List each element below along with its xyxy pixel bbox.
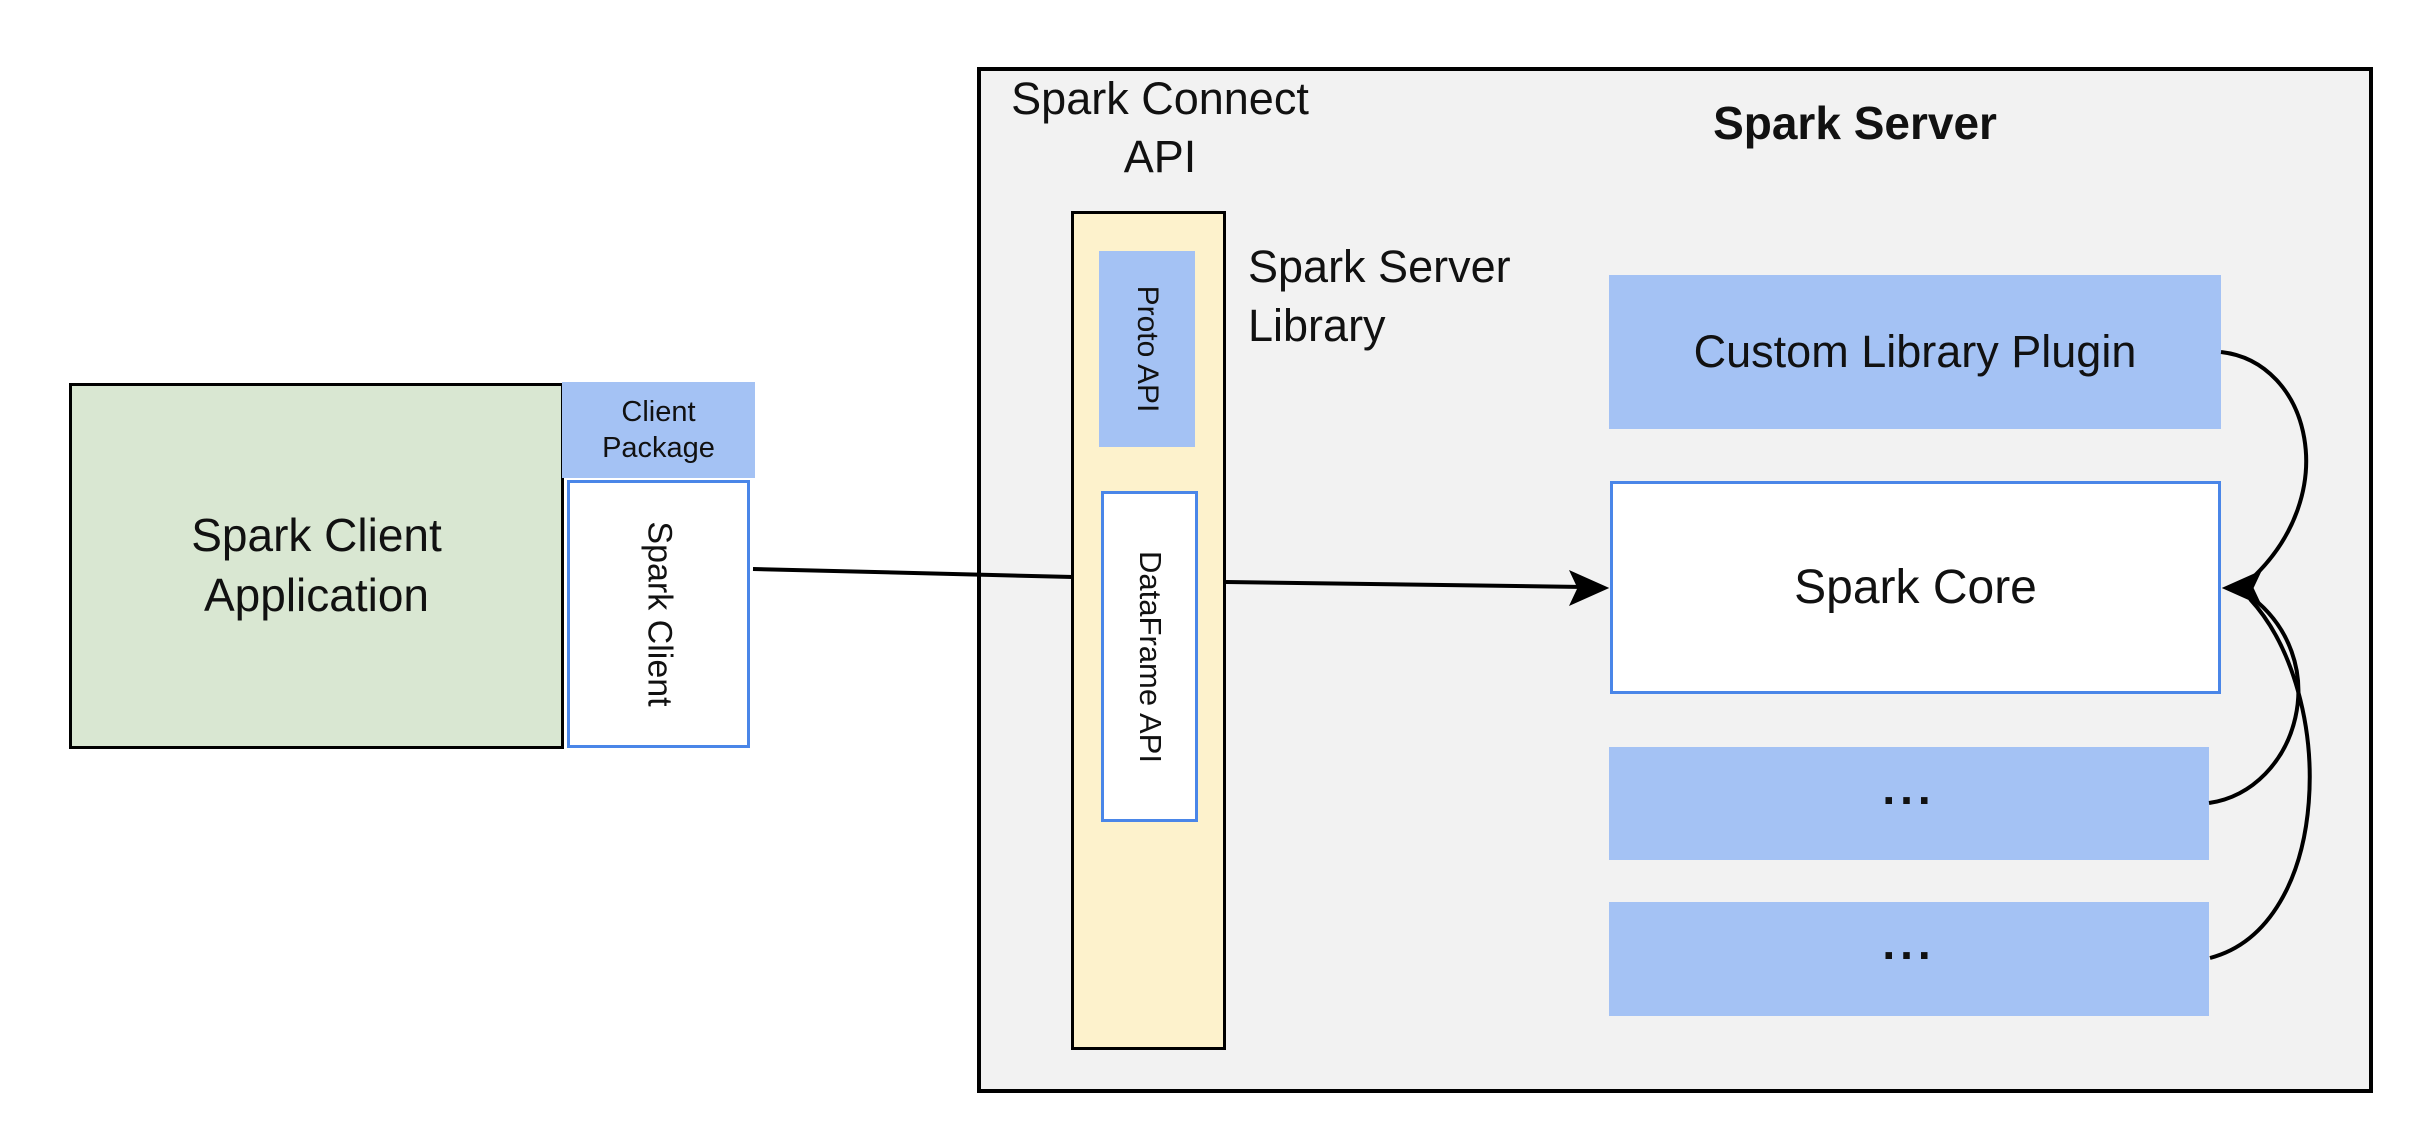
spark-connect-api-label: Spark Connect API — [935, 70, 1385, 185]
spark-client-box: Spark Client — [567, 480, 750, 748]
client-package-line2: Package — [602, 432, 715, 464]
spark-server-library-line1: Spark Server — [1248, 241, 1511, 292]
client-package-line1: Client — [621, 395, 696, 428]
client-package-box: Client Package — [562, 382, 755, 478]
spark-client-application-line2: Application — [203, 569, 430, 621]
spark-core-box: Spark Core — [1610, 481, 2221, 694]
spark-client-application-label: Spark Client Application — [191, 506, 442, 626]
spark-server-library-label: Spark Server Library — [1248, 238, 1511, 355]
library-placeholder-2-ellipsis: ... — [1882, 916, 1936, 969]
proto-api-box: Proto API — [1099, 251, 1195, 447]
dataframe-api-label: DataFrame API — [1132, 550, 1168, 763]
spark-client-application-box: Spark Client Application — [69, 383, 564, 749]
proto-api-label: Proto API — [1131, 285, 1164, 413]
spark-core-label: Spark Core — [1794, 561, 2037, 614]
library-placeholder-box-2: ... — [1609, 902, 2209, 1016]
spark-connect-api-line1: Spark Connect — [1011, 73, 1309, 124]
client-package-label: Client Package — [602, 394, 715, 467]
spark-connect-api-line2: API — [1123, 130, 1197, 182]
custom-library-plugin-label: Custom Library Plugin — [1693, 326, 2137, 377]
spark-client-application-line1: Spark Client — [191, 509, 442, 562]
spark-client-label: Spark Client — [640, 521, 678, 707]
dataframe-api-box: DataFrame API — [1101, 491, 1198, 822]
custom-library-plugin-box: Custom Library Plugin — [1609, 275, 2221, 429]
spark-server-title: Spark Server — [1713, 97, 1997, 149]
library-placeholder-1-ellipsis: ... — [1882, 761, 1936, 814]
library-placeholder-box-1: ... — [1609, 747, 2209, 860]
spark-server-library-line2: Library — [1248, 299, 1386, 351]
